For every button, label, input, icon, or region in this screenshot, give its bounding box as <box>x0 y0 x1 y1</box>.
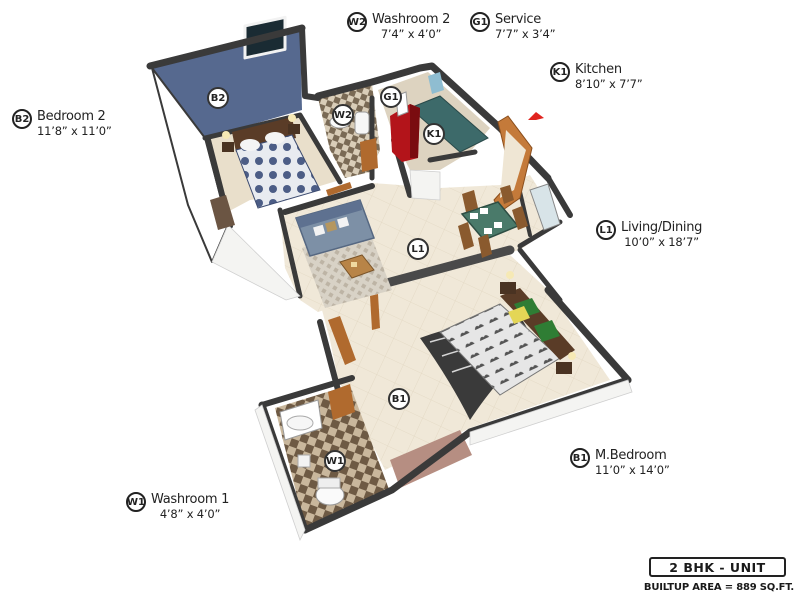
tag-kitchen: K1 Kitchen 8’10” x 7’7” <box>550 62 643 92</box>
tag-living: L1 Living/Dining 10’0” x 18’7” <box>596 220 702 250</box>
tag-washroom1-code: W1 <box>126 492 146 512</box>
tag-kitchen-size: 8’10” x 7’7” <box>575 77 643 91</box>
tag-mbedroom: B1 M.Bedroom 11’0” x 14’0” <box>570 448 670 478</box>
washroom1-door <box>328 384 355 420</box>
bed2-bench <box>210 195 235 230</box>
marker-service: G1 <box>380 86 402 108</box>
tag-kitchen-name: Kitchen <box>575 62 622 77</box>
tag-living-name: Living/Dining <box>621 220 703 235</box>
builtup-area-label: BUILTUP AREA = 889 SQ.FT. <box>643 582 794 593</box>
living-furniture <box>295 199 392 365</box>
marker-mbedroom: B1 <box>388 388 410 410</box>
tag-washroom2: W2 Washroom 2 7’4” x 4’0” <box>347 12 450 42</box>
tag-washroom1: W1 Washroom 1 4’8” x 4’0” <box>126 492 229 522</box>
tag-service-size: 7’7” x 3’4” <box>495 27 556 41</box>
marker-living: L1 <box>407 238 429 260</box>
bed2-door <box>326 182 352 196</box>
tag-mbedroom-name: M.Bedroom <box>595 448 667 463</box>
mbedroom-furniture <box>420 271 576 420</box>
tag-kitchen-code: K1 <box>550 62 570 82</box>
kitchen-fixtures <box>390 72 489 162</box>
tag-service-code: G1 <box>470 12 490 32</box>
tag-washroom2-code: W2 <box>347 12 367 32</box>
wall-faces <box>211 169 633 542</box>
tag-bedroom2-code: B2 <box>12 109 32 129</box>
tag-washroom2-name: Washroom 2 <box>372 12 451 27</box>
tag-living-size: 10’0” x 18’7” <box>624 235 699 249</box>
washroom1-fixtures <box>279 384 355 506</box>
tag-bedroom2-size: 11’8” x 11’0” <box>37 124 112 138</box>
tag-bedroom2: B2 Bedroom 2 11’8” x 11’0” <box>12 109 112 139</box>
living-door <box>328 316 356 365</box>
tag-washroom1-name: Washroom 1 <box>151 492 230 507</box>
tag-mbedroom-code: B1 <box>570 448 590 468</box>
marker-washroom2: W2 <box>332 104 354 126</box>
dining-window <box>529 183 561 231</box>
marker-kitchen: K1 <box>423 123 445 145</box>
pillow-green-2 <box>534 320 560 342</box>
tag-washroom1-size: 4’8” x 4’0” <box>159 507 221 521</box>
bedroom2-accent-wall <box>152 30 302 138</box>
unit-type-label: 2 BHK - UNIT <box>649 557 786 577</box>
tag-mbedroom-size: 11’0” x 14’0” <box>595 463 670 477</box>
tag-service: G1 Service 7’7” x 3’4” <box>470 12 556 42</box>
dining-furniture <box>458 115 561 258</box>
marker-washroom1: W1 <box>324 450 346 472</box>
tag-washroom2-size: 7’4” x 4’0” <box>380 27 442 41</box>
marker-bedroom2: B2 <box>207 87 229 109</box>
tag-living-code: L1 <box>596 220 616 240</box>
tag-service-name: Service <box>495 12 541 27</box>
bedroom2-furniture <box>210 114 352 230</box>
north-arrow-icon <box>528 112 544 120</box>
tag-bedroom2-name: Bedroom 2 <box>37 109 106 124</box>
